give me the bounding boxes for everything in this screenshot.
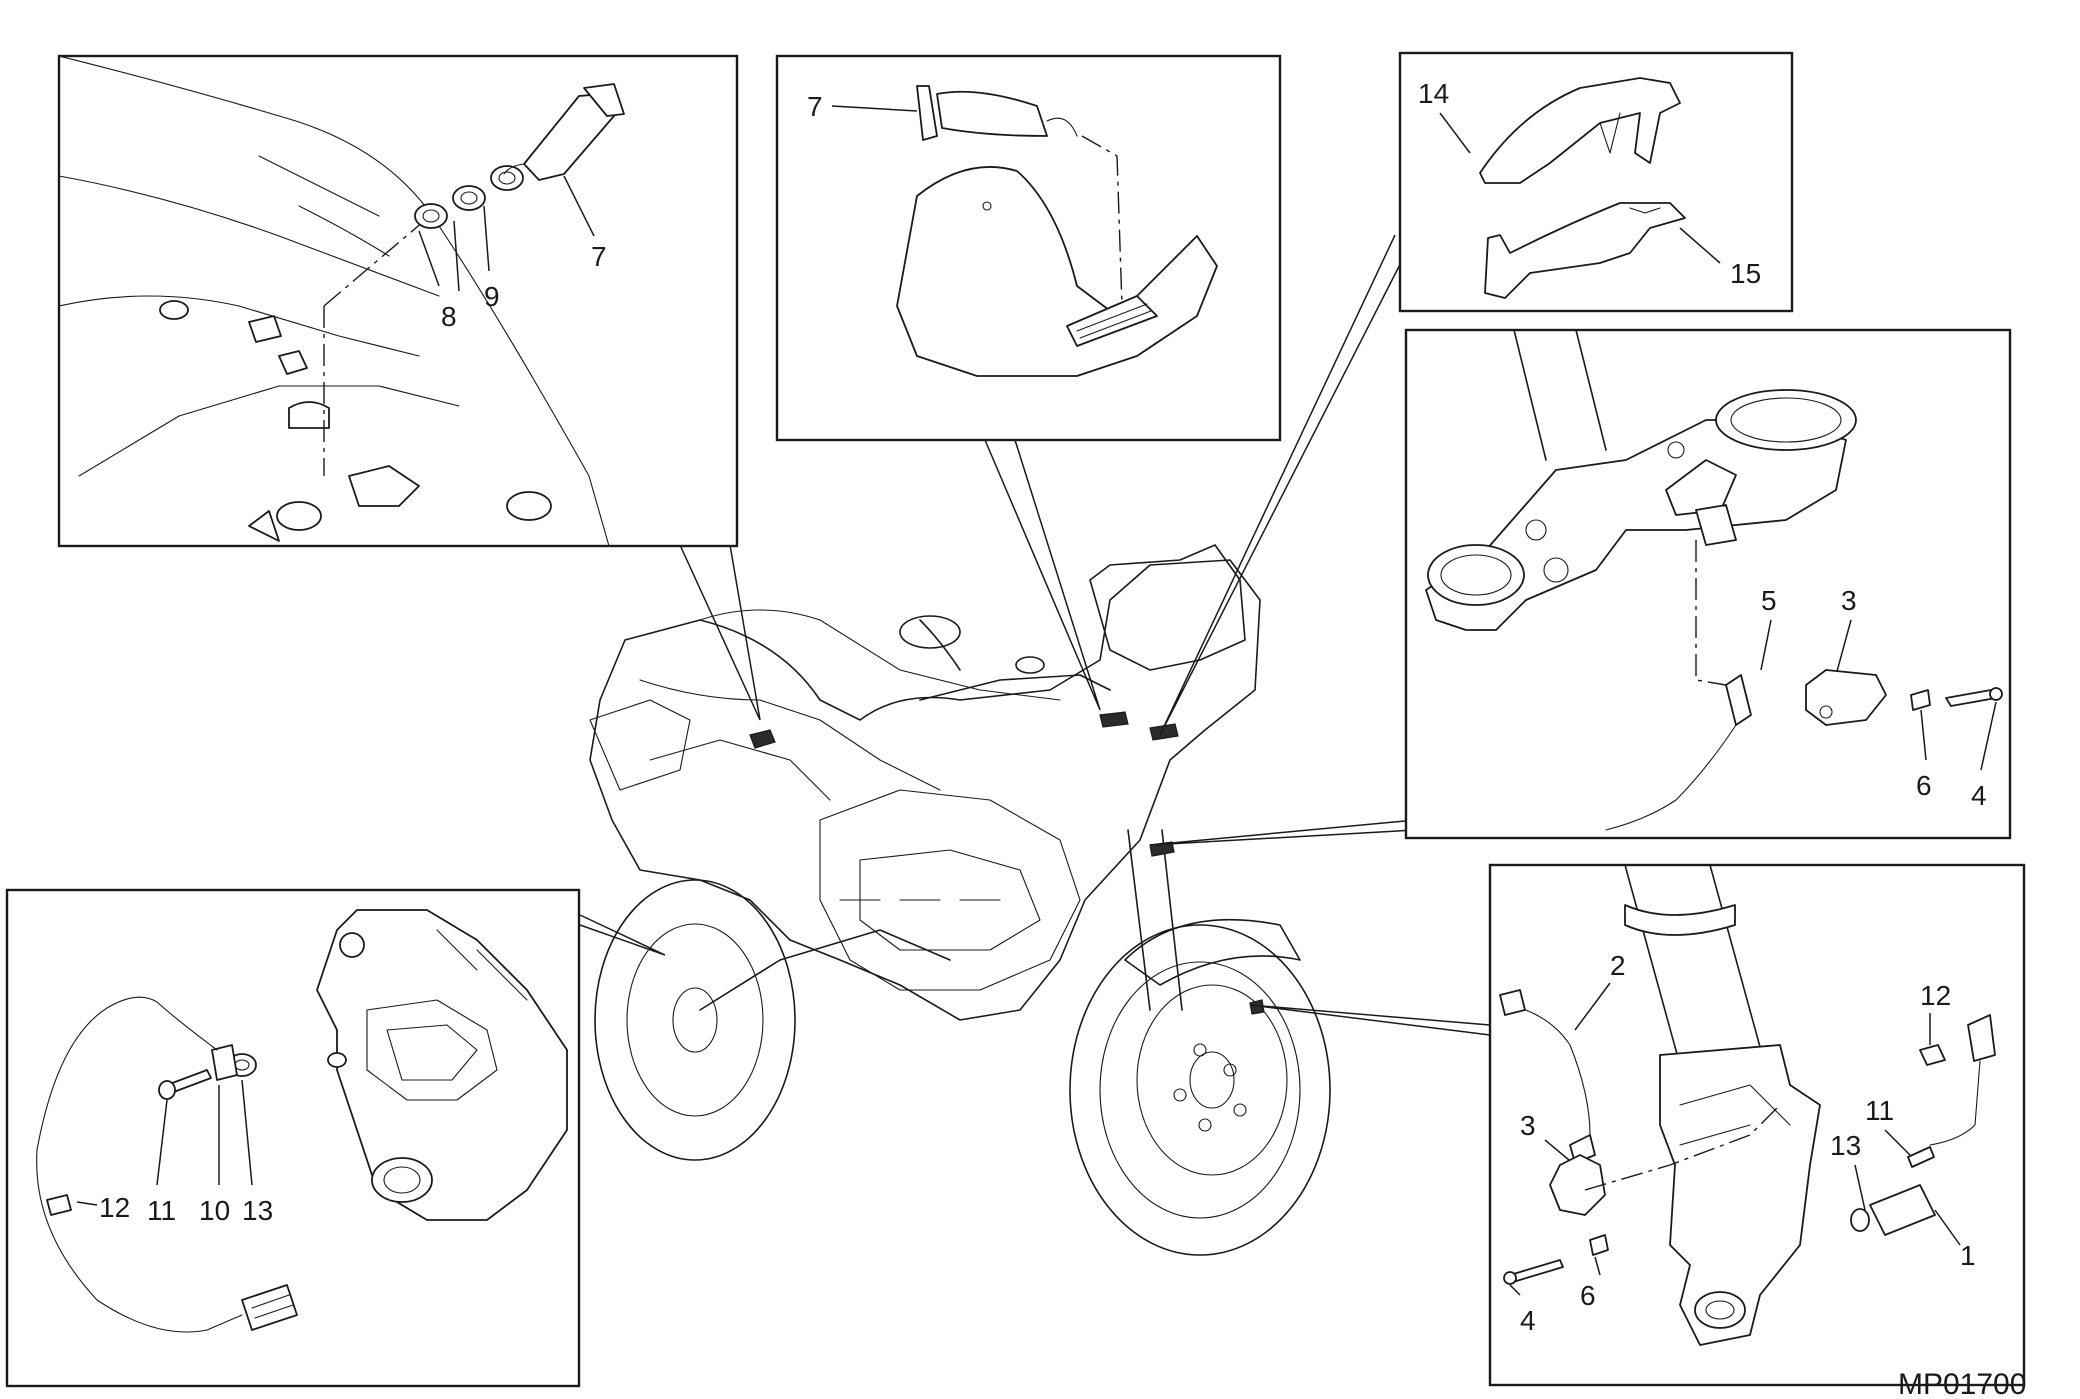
- callout-4: 4: [1971, 780, 1987, 811]
- motorcycle-illustration: [589, 544, 1331, 1256]
- callout-6: 6: [1916, 770, 1932, 801]
- panel-steering: 5 3 6 4: [1404, 328, 2012, 840]
- callout-3: 3: [1520, 1110, 1536, 1141]
- callout-13: 13: [1830, 1130, 1861, 1161]
- callout-7: 7: [591, 241, 607, 272]
- callout-2: 2: [1610, 950, 1626, 981]
- callout-10: 10: [199, 1195, 230, 1226]
- panel-cable-top: 7: [775, 54, 1282, 442]
- callout-8: 8: [441, 301, 457, 332]
- callout-5: 5: [1761, 585, 1777, 616]
- panel-rear-caliper: 12 11 10 13: [5, 888, 581, 1388]
- callout-14: 14: [1418, 78, 1449, 109]
- callout-1: 1: [1960, 1240, 1976, 1271]
- leader-lines: [579, 234, 1491, 1036]
- panel-brackets: 14 15: [1398, 51, 1794, 313]
- callout-12: 12: [99, 1192, 130, 1223]
- callout-12: 12: [1920, 980, 1951, 1011]
- callout-15: 15: [1730, 258, 1761, 289]
- callout-11: 11: [1865, 1095, 1894, 1126]
- panel-front-wheel-sensor: 2 3 6 4 12 11 13 1: [1488, 863, 2026, 1387]
- callout-7: 7: [807, 91, 823, 122]
- callout-9: 9: [484, 281, 500, 312]
- callout-3: 3: [1841, 585, 1857, 616]
- panel-rear-top: 7 9 8: [57, 54, 739, 548]
- callout-4: 4: [1520, 1305, 1536, 1336]
- callout-13: 13: [242, 1195, 273, 1226]
- callout-11: 11: [147, 1195, 176, 1226]
- drawing-code: MP01700: [1898, 1368, 2026, 1399]
- callout-6: 6: [1580, 1280, 1596, 1311]
